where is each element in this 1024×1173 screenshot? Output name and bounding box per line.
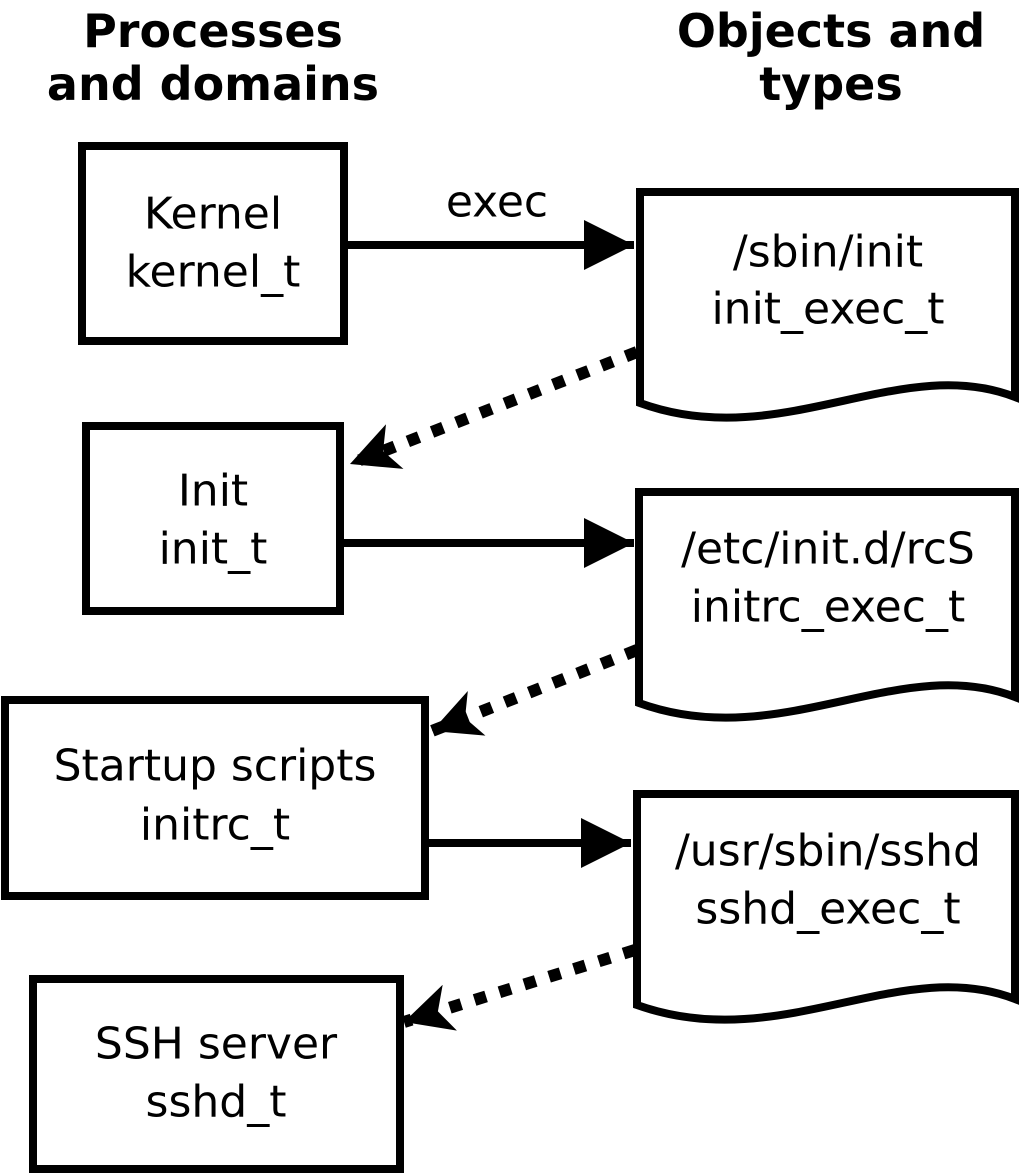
object-doc-etc-initd-rcs-path: /etc/init.d/rcS: [681, 524, 975, 575]
transition-arrow-sbin-init-to-init: [347, 346, 640, 470]
column-headers: Processes and domains Objects and types: [47, 4, 985, 111]
process-box-kernel-shape: [78, 142, 348, 345]
process-box-ssh-server: SSH server sshd_t: [29, 975, 404, 1173]
process-box-kernel: Kernel kernel_t: [78, 142, 348, 345]
exec-arrow-label: exec: [446, 177, 548, 228]
column-header-objects-line1: Objects and: [677, 4, 985, 58]
process-box-kernel-name: Kernel: [144, 189, 282, 240]
object-doc-sbin-init-type: init_exec_t: [711, 284, 944, 335]
column-header-processes-line2: and domains: [47, 57, 379, 111]
object-doc-usr-sbin-sshd-shape: [633, 790, 1019, 1024]
process-box-init-type: init_t: [159, 524, 268, 575]
process-box-startup-scripts-name: Startup scripts: [54, 741, 377, 792]
object-doc-usr-sbin-sshd-path: /usr/sbin/sshd: [675, 826, 981, 877]
process-box-init-shape: [82, 422, 344, 615]
column-header-objects-line2: types: [759, 57, 902, 111]
process-box-init-name: Init: [178, 466, 248, 517]
object-doc-sbin-init: /sbin/init init_exec_t: [636, 188, 1019, 422]
process-box-ssh-server-type: sshd_t: [146, 1077, 287, 1128]
object-doc-etc-initd-rcs: /etc/init.d/rcS initrc_exec_t: [635, 488, 1019, 722]
process-box-startup-scripts-type: initrc_t: [140, 800, 290, 851]
object-doc-etc-initd-rcs-shape: [635, 488, 1019, 722]
object-doc-sbin-init-path: /sbin/init: [733, 227, 923, 278]
object-doc-usr-sbin-sshd: /usr/sbin/sshd sshd_exec_t: [633, 790, 1019, 1024]
process-box-startup-scripts: Startup scripts initrc_t: [1, 696, 429, 900]
process-box-startup-scripts-shape: [1, 696, 429, 900]
object-doc-etc-initd-rcs-type: initrc_exec_t: [691, 582, 965, 633]
column-header-processes-line1: Processes: [83, 4, 343, 58]
object-doc-sbin-init-shape: [636, 188, 1019, 422]
object-doc-usr-sbin-sshd-type: sshd_exec_t: [695, 884, 960, 935]
process-box-init: Init init_t: [82, 422, 344, 615]
transition-arrow-usr-sbin-sshd-to-ssh-server: [402, 944, 637, 1031]
transition-arrow-etc-initd-rcs-to-startup-scripts: [429, 644, 640, 737]
process-box-kernel-type: kernel_t: [126, 247, 301, 298]
process-box-ssh-server-name: SSH server: [95, 1019, 338, 1070]
process-box-ssh-server-shape: [29, 975, 404, 1173]
